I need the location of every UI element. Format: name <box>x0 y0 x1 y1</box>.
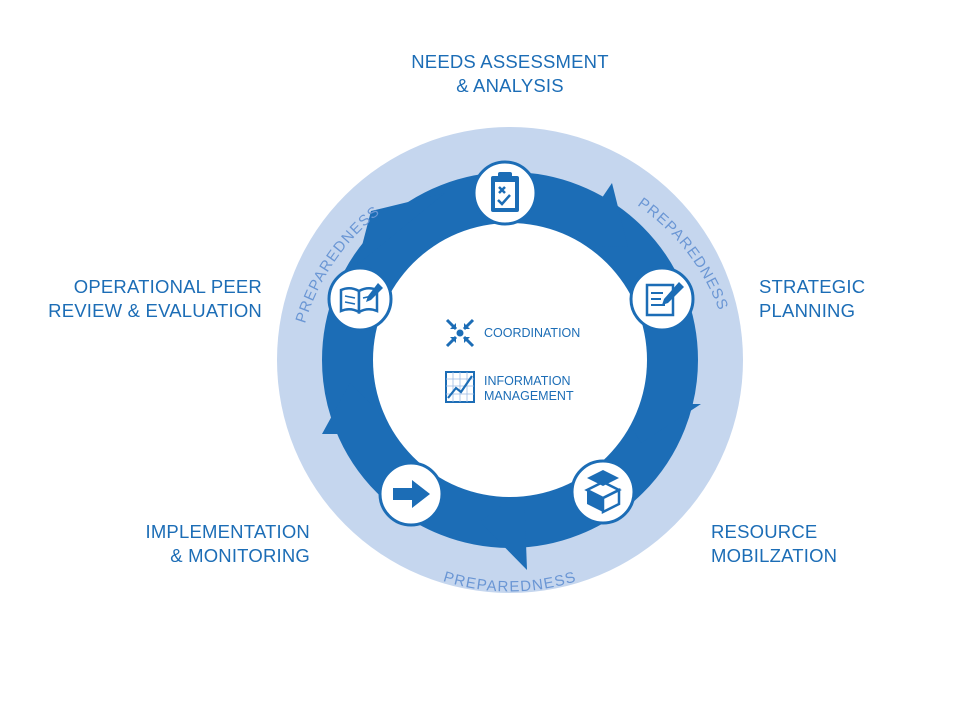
stage-label-strategic-planning: STRATEGIC PLANNING <box>759 276 866 321</box>
line-chart-icon <box>445 371 475 403</box>
cycle-arrowhead-right <box>618 404 701 443</box>
clipboard-checklist-icon <box>491 172 519 212</box>
cycle-arrowhead-top-right <box>570 183 628 247</box>
center-disc <box>373 223 647 497</box>
stage-label-resource-mobilization: RESOURCE MOBILZATION <box>711 521 838 566</box>
cycle-arrowhead-left <box>322 383 400 434</box>
stage-resource-mobilization-node <box>570 459 636 525</box>
cycle-arrowhead-bottom <box>480 488 527 570</box>
open-book-pen-icon <box>339 283 383 315</box>
center-label-information-management: INFORMATION MANAGEMENT <box>484 374 574 403</box>
stage-implementation-node <box>378 461 444 527</box>
stage-peer-review-node <box>327 266 393 332</box>
arrow-right-icon <box>393 480 430 508</box>
center-label-coordination: COORDINATION <box>484 326 581 340</box>
stage-label-peer-review: OPERATIONAL PEER REVIEW & EVALUATION <box>48 276 262 321</box>
stage-needs-assessment-node <box>472 160 538 226</box>
stage-strategic-planning-node <box>629 266 695 332</box>
document-pen-icon <box>645 282 684 317</box>
open-box-icon <box>584 470 622 515</box>
stage-label-implementation: IMPLEMENTATION & MONITORING <box>145 521 310 566</box>
cycle-arrowhead-top-left <box>357 193 445 265</box>
stage-label-needs-assessment: NEEDS ASSESSMENT & ANALYSIS <box>411 51 609 96</box>
converging-arrows-icon <box>445 318 475 348</box>
